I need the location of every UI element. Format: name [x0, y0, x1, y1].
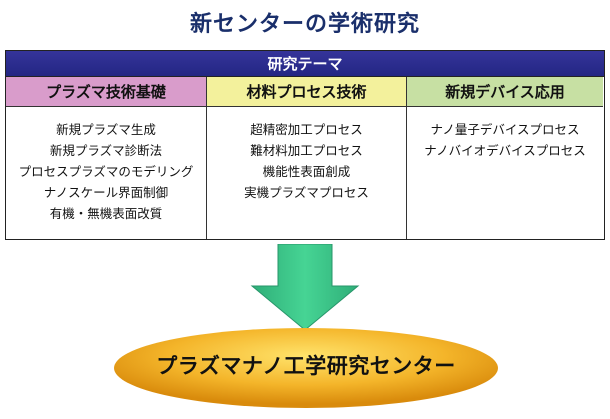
column-heading: 新規デバイス応用 [407, 77, 603, 107]
column-heading: プラズマ技術基礎 [6, 77, 206, 107]
column-material-process: 材料プロセス技術 超精密加工プロセス 難材料加工プロセス 機能性表面創成 実機プ… [206, 77, 406, 239]
list-item: 実機プラズマプロセス [244, 185, 369, 200]
list-item: 有機・無機表面改質 [49, 206, 163, 221]
page-title: 新センターの学術研究 [189, 12, 420, 37]
list-item: 機能性表面創成 [262, 164, 351, 179]
list-item: 新規プラズマ生成 [56, 122, 156, 137]
list-item: 新規プラズマ診断法 [49, 143, 163, 158]
down-arrow-icon [250, 244, 360, 331]
list-item: ナノ量子デバイスプロセス [430, 122, 580, 137]
list-item: プロセスプラズマのモデリング [18, 164, 194, 179]
list-item: ナノバイオデバイスプロセス [424, 143, 586, 158]
center-name: プラズマナノ工学研究センター [156, 354, 456, 378]
list-item: ナノスケール界面制御 [43, 185, 169, 200]
column-plasma-basics: プラズマ技術基礎 新規プラズマ生成 新規プラズマ診断法 プロセスプラズマのモデリ… [6, 77, 206, 239]
column-heading: 材料プロセス技術 [207, 77, 406, 107]
list-item: 超精密加工プロセス [250, 122, 363, 137]
theme-header: 研究テーマ [6, 51, 604, 77]
column-new-device: 新規デバイス応用 ナノ量子デバイスプロセス ナノバイオデバイスプロセス [406, 77, 603, 239]
center-ellipse [114, 328, 498, 408]
research-theme-table: 研究テーマ プラズマ技術基礎 新規プラズマ生成 新規プラズマ診断法 プロセスプラ… [5, 50, 605, 240]
list-item: 難材料加工プロセス [250, 143, 363, 158]
